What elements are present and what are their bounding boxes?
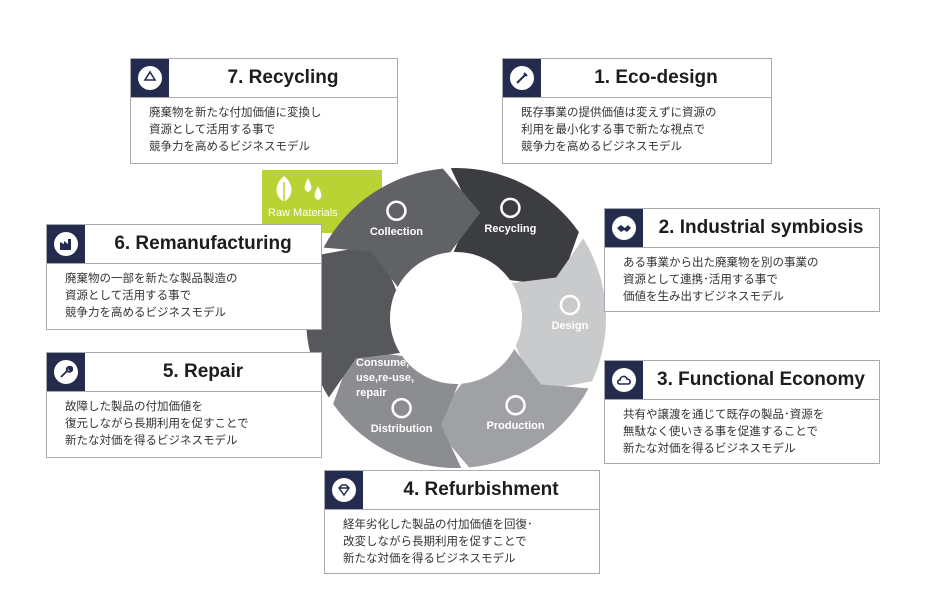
segment-distribution [333,349,462,468]
factory-icon [60,239,71,250]
truck-icon [386,200,407,222]
recycle-icon [143,70,157,81]
card-line: 廃棄物の一部を新たな製品製造の [65,271,238,285]
segment-collection [323,168,481,288]
recycle-icon [500,197,521,219]
segment-label-collection: Collection [370,226,423,238]
card-eco-design: 1. Eco-design 既存事業の提供価値は変えずに資源の 利用を最小化する… [502,58,772,164]
lightbulb-icon [559,294,581,316]
card-industrial-symbiosis: 2. Industrial symbiosis ある事業から出た廃棄物を別の事業… [604,208,880,312]
card-title: 2. Industrial symbiosis [658,217,864,238]
card-line: 新たな対価を得るビジネスモデル [623,441,796,455]
card-line: 新たな対価を得るビジネスモデル [65,433,238,447]
segment-label-design: Design [552,320,589,332]
card-refurbishment: 4. Refurbishment 経年劣化した製品の付加価値を回復･ 改変しなが… [324,470,600,574]
card-title: 5. Repair [162,361,244,382]
leaf-drops-icon [276,176,322,204]
card-line: 価値を生み出すビジネスモデル [623,289,784,303]
pen-icon [516,72,528,84]
card-line: 共有や譲渡を通じて既存の製品･資源を [623,407,825,421]
card-repair: 5. Repair 故障した製品の付加価値を 復元しながら長期利用を促すことで … [46,352,322,458]
card-line: 改変しながら長期利用を促すことで [343,534,527,548]
card-line: 無駄なく使いきる事を促進することで [623,424,818,438]
card-functional-economy: 3. Functional Economy 共有や譲渡を通じて既存の製品･資源を… [604,360,880,464]
card-remanufacturing: 6. Remanufacturing 廃棄物の一部を新たな製品製造の 資源として… [46,224,322,330]
segment-label-recycling: Recycling [484,223,536,235]
factory-icon [505,394,526,416]
cloud-icon [616,375,631,385]
card-line: 廃棄物を新たな付加価値に変換し [149,105,322,119]
card-line: 資源として活用する事で [149,122,276,136]
card-line: ある事業から出た廃棄物を別の事業の [623,255,819,269]
card-line: 利用を最小化する事で新たな視点で [521,122,705,136]
segment-recycling [450,168,579,287]
card-line: 競争力を高めるビジネスモデル [521,139,682,153]
card-line: 競争力を高めるビジネスモデル [65,305,226,319]
center-line-1: Consume, [356,357,409,369]
segment-design [511,238,606,392]
handshake-icon [617,225,631,232]
segment-production [431,348,589,468]
card-line: 新たな対価を得るビジネスモデル [343,551,516,565]
cart-icon [391,397,412,419]
segment-label-distribution: Distribution [371,423,433,435]
segment-label-production: Production [487,420,545,432]
card-line: 故障した製品の付加価値を [65,399,203,413]
card-line: 既存事業の提供価値は変えずに資源の [521,105,717,119]
segment-consume [306,244,401,398]
card-line: 資源として活用する事で [65,288,192,302]
raw-materials-label: Raw Materials [268,207,338,219]
card-line: 資源として連携･活用する事で [623,272,778,286]
center-line-2: use,re-use, [356,372,414,384]
diamond-icon [338,484,350,497]
card-title: 7. Recycling [227,67,339,88]
card-recycling: 7. Recycling 廃棄物を新たな付加価値に変換し 資源として活用する事で… [130,58,398,164]
card-line: 競争力を高めるビジネスモデル [149,139,310,153]
card-title: 1. Eco-design [594,67,718,88]
card-title: 3. Functional Economy [657,369,865,390]
card-line: 経年劣化した製品の付加価値を回復･ [343,517,533,531]
wrench-icon [60,365,74,378]
card-title: 4. Refurbishment [403,479,559,500]
card-title: 6. Remanufacturing [114,233,292,254]
card-line: 復元しながら長期利用を促すことで [65,416,249,430]
center-line-3: repair [356,387,387,399]
